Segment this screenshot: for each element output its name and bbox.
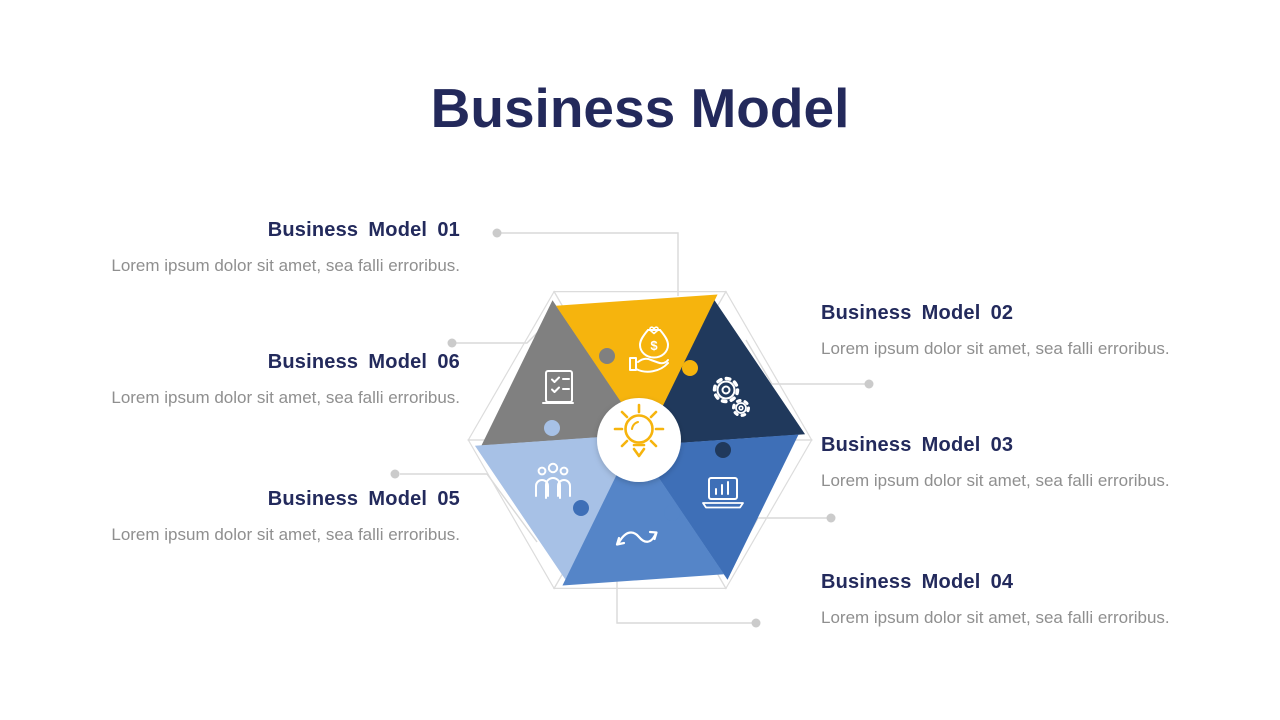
leader-dot	[492, 228, 502, 238]
leader-dot	[864, 379, 874, 389]
item-title: Business Model 05	[267, 488, 460, 510]
gears-icon	[712, 376, 750, 417]
leader-dot	[751, 618, 761, 628]
segment-business-model-02	[643, 300, 806, 446]
exchange-arrows-icon	[615, 530, 658, 546]
money-hand-icon: $	[629, 326, 669, 373]
puzzle-knob	[682, 360, 698, 376]
leader-line	[745, 339, 865, 385]
puzzle-knob	[715, 442, 731, 458]
item-body: Lorem ipsum dolor sit amet, sea falli er…	[821, 608, 1170, 627]
leader-line	[501, 232, 679, 296]
business-model-02-label: Business Model 02 Lorem ipsum dolor sit …	[821, 302, 1201, 359]
puzzle-knob	[664, 505, 680, 521]
puzzle-knob	[573, 500, 589, 516]
segment-business-model-06	[481, 300, 644, 446]
leader-dots	[390, 228, 874, 628]
item-title: Business Model 01	[267, 219, 460, 241]
item-title: Business Model 04	[821, 571, 1014, 593]
team-icon	[535, 462, 571, 499]
laptop-chart-icon	[702, 477, 744, 509]
item-body: Lorem ipsum dolor sit amet, sea falli er…	[821, 471, 1170, 490]
item-title: Business Model 06	[267, 351, 460, 373]
item-body: Lorem ipsum dolor sit amet, sea falli er…	[111, 256, 460, 275]
item-body: Lorem ipsum dolor sit amet, sea falli er…	[111, 388, 460, 407]
leader-dot	[447, 338, 457, 348]
puzzle-knob	[544, 420, 560, 436]
business-model-05-label: Business Model 05 Lorem ipsum dolor sit …	[80, 488, 460, 545]
item-title: Business Model 03	[821, 434, 1014, 456]
leader-dot	[390, 469, 400, 479]
item-body: Lorem ipsum dolor sit amet, sea falli er…	[111, 525, 460, 544]
page-title: Business Model	[430, 77, 850, 139]
business-model-04-label: Business Model 04 Lorem ipsum dolor sit …	[821, 571, 1201, 628]
puzzle-knob	[599, 348, 615, 364]
segment-business-model-05	[474, 434, 637, 580]
business-model-01-label: Business Model 01 Lorem ipsum dolor sit …	[80, 219, 460, 276]
lightbulb-icon	[613, 403, 665, 458]
item-body: Lorem ipsum dolor sit amet, sea falli er…	[821, 339, 1170, 358]
svg-text:$: $	[650, 338, 658, 353]
business-model-03-label: Business Model 03 Lorem ipsum dolor sit …	[821, 434, 1201, 491]
leader-line	[400, 473, 538, 543]
item-title: Business Model 02	[821, 302, 1014, 324]
checklist-icon	[542, 370, 574, 404]
leader-dot	[826, 513, 836, 523]
leader-line	[616, 568, 752, 624]
center-circle	[597, 398, 681, 482]
business-model-06-label: Business Model 06 Lorem ipsum dolor sit …	[80, 351, 460, 408]
segment-business-model-04	[562, 440, 725, 586]
